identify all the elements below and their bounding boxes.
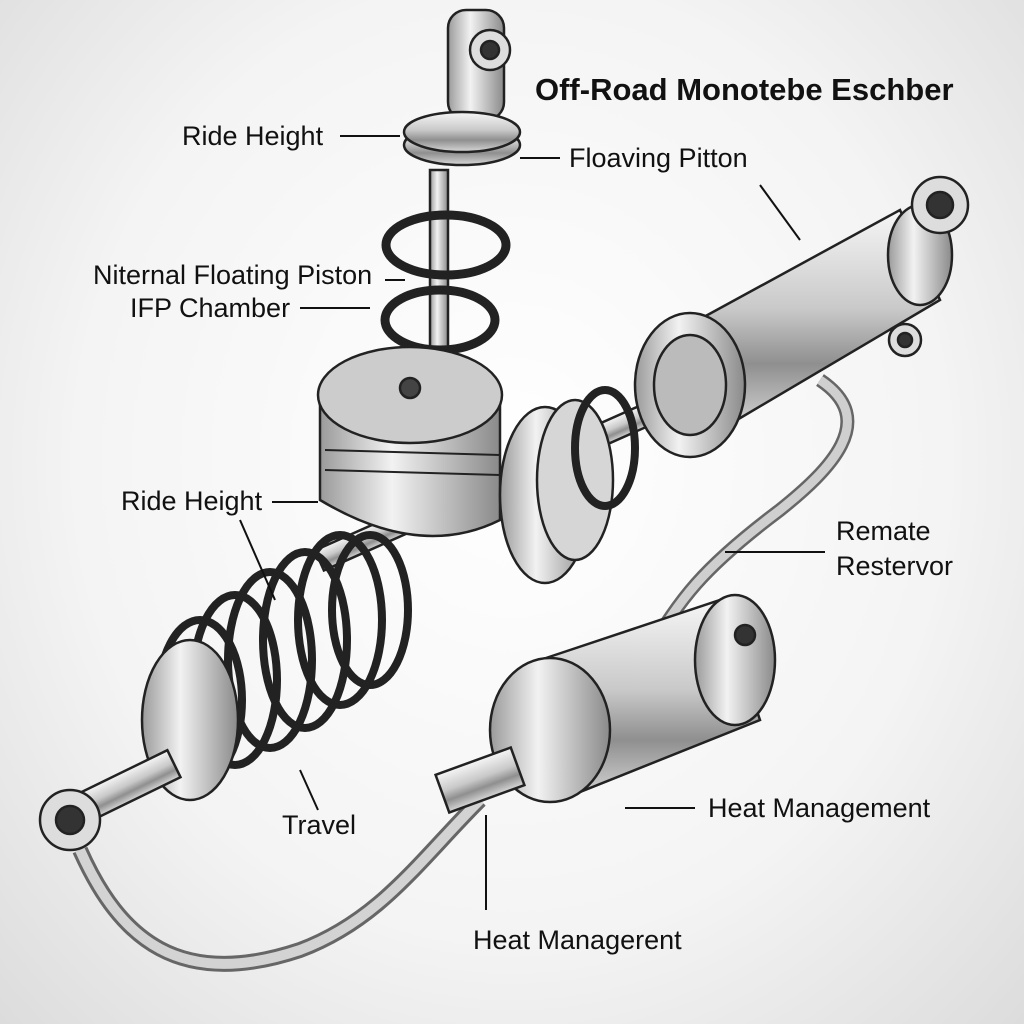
label-heat-management-bottom: Heat Managerent bbox=[473, 925, 682, 955]
shock-body bbox=[633, 175, 970, 459]
label-remote-reservoir-line2: Restervor bbox=[836, 551, 954, 581]
label-remote-reservoir-line1: Remate bbox=[836, 516, 931, 546]
label-ifp-chamber: IFP Chamber bbox=[130, 293, 291, 323]
shim-ring bbox=[571, 386, 639, 510]
top-eyelet bbox=[402, 8, 522, 167]
label-ride-height-top: Ride Height bbox=[182, 121, 324, 151]
label-travel: Travel bbox=[282, 810, 357, 840]
diagram-title: Off-Road Monotebe Eschber bbox=[535, 72, 954, 107]
piston bbox=[316, 345, 504, 538]
valve-stack bbox=[498, 398, 615, 585]
label-heat-management-right: Heat Management bbox=[708, 793, 931, 823]
label-ride-height-mid: Ride Height bbox=[121, 486, 263, 516]
label-floating-piston: Floaving Pitton bbox=[569, 143, 748, 173]
label-internal-floating-piston: Niternal Floating Piston bbox=[93, 260, 373, 290]
leader-lines bbox=[239, 135, 825, 910]
remote-reservoir bbox=[433, 593, 777, 815]
seal-ring bbox=[381, 210, 511, 280]
